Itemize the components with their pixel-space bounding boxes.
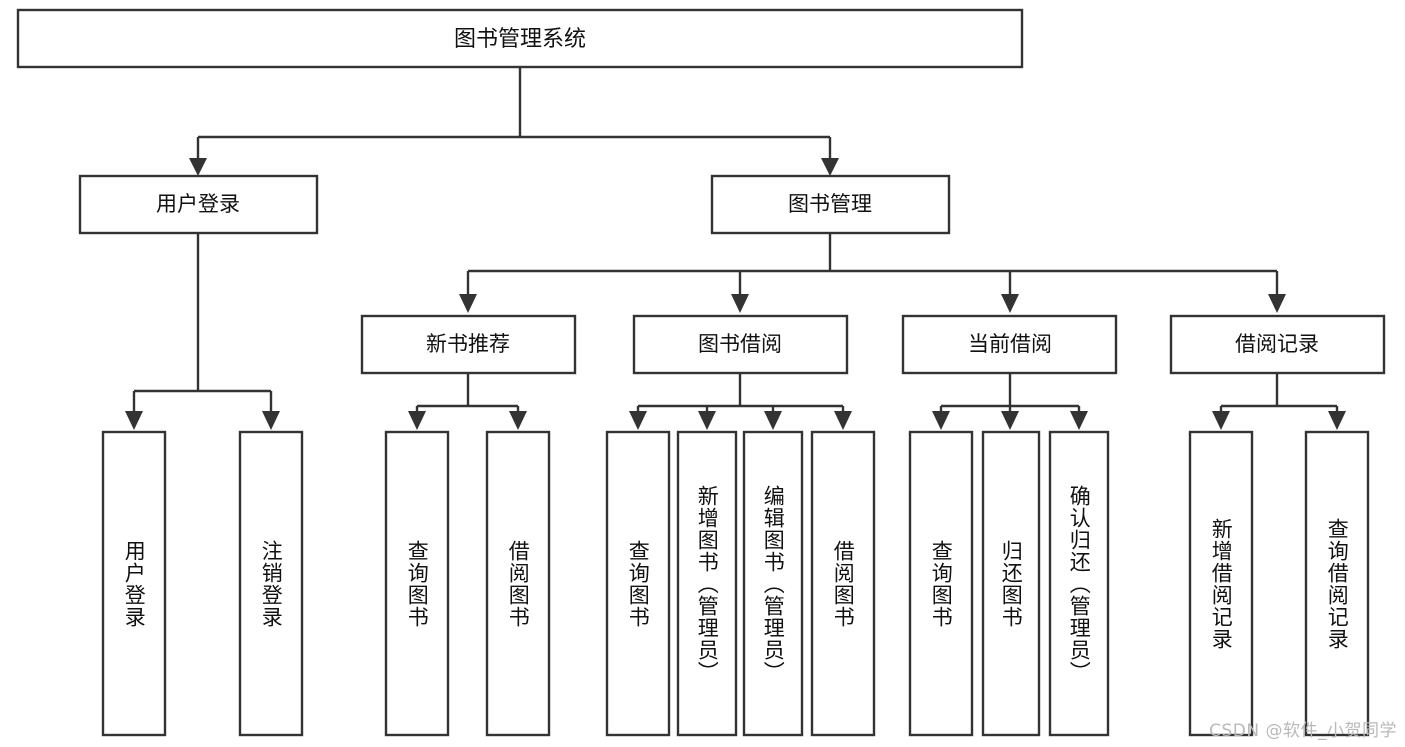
arrow-icon — [1001, 294, 1019, 313]
connector-group-book-mgmt — [459, 233, 1286, 313]
watermark-text: CSDN @软件_小贺同学 — [1209, 721, 1397, 741]
connector-group-user-login — [125, 233, 280, 430]
node-user-login[interactable] — [78, 174, 319, 235]
arrow-icon — [764, 411, 782, 430]
leaf-box-add-book-admin[interactable] — [676, 430, 738, 737]
node-current-borrow[interactable] — [901, 314, 1118, 375]
leaf-box-query-book-1[interactable] — [384, 430, 450, 737]
node-root-label: 图书管理系统 — [454, 27, 586, 52]
node-book-management-label: 图书管理 — [788, 192, 872, 216]
arrow-icon — [1212, 411, 1230, 430]
node-user-login-label: 用户登录 — [156, 192, 240, 216]
arrow-icon — [1001, 411, 1019, 430]
arrow-icon — [262, 411, 280, 430]
arrow-icon — [189, 158, 207, 176]
arrow-icon — [125, 411, 143, 430]
arrow-icon — [1328, 411, 1346, 430]
leaf-box-return-book[interactable] — [981, 430, 1041, 737]
connector-group-records — [1212, 373, 1346, 430]
connector-group-current-borrow — [932, 373, 1088, 430]
leaf-box-user-login[interactable] — [101, 430, 167, 737]
leaf-box-add-borrow-record[interactable] — [1188, 430, 1254, 737]
leaf-box-query-book-2[interactable] — [605, 430, 671, 737]
arrow-icon — [1070, 411, 1088, 430]
leaf-box-logout[interactable] — [238, 430, 304, 737]
arrow-icon — [1268, 294, 1286, 313]
arrow-icon — [509, 411, 527, 430]
arrow-icon — [408, 411, 426, 430]
arrow-icon — [932, 411, 950, 430]
leaf-box-edit-book-admin[interactable] — [742, 430, 804, 737]
node-new-book-recommend-label: 新书推荐 — [426, 332, 510, 356]
node-current-borrow-label: 当前借阅 — [968, 332, 1052, 356]
arrow-icon — [629, 411, 647, 430]
leaf-box-confirm-return-admin[interactable] — [1048, 430, 1110, 737]
arrow-icon — [459, 294, 477, 313]
connector-group-borrow — [629, 373, 852, 430]
leaf-box-borrow-book-1[interactable] — [485, 430, 551, 737]
leaf-box-query-borrow-record[interactable] — [1304, 430, 1370, 737]
arrow-icon — [821, 158, 839, 176]
node-borrow-records[interactable] — [1169, 314, 1386, 375]
node-borrow-records-label: 借阅记录 — [1235, 332, 1319, 356]
leaf-box-query-book-3[interactable] — [908, 430, 974, 737]
arrow-icon — [698, 411, 716, 430]
node-book-management[interactable] — [710, 174, 951, 235]
connector-group-new-book — [408, 373, 527, 430]
arrow-icon — [834, 411, 852, 430]
connector-group-root — [189, 67, 839, 176]
arrow-icon — [731, 294, 749, 313]
leaf-box-borrow-book-2[interactable] — [810, 430, 876, 737]
node-new-book-recommend[interactable] — [360, 314, 577, 375]
node-root-book-management-system[interactable] — [16, 8, 1024, 69]
node-book-borrow[interactable] — [632, 314, 849, 375]
node-book-borrow-label: 图书借阅 — [698, 332, 782, 356]
